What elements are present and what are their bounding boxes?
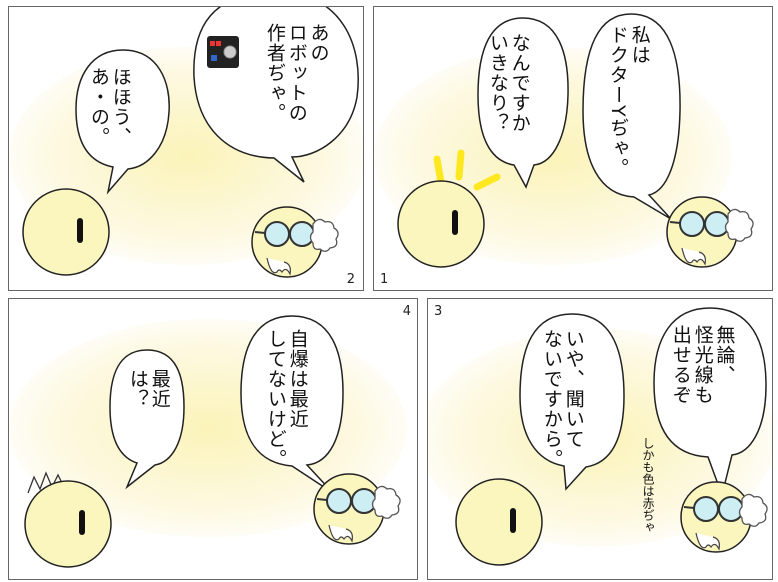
doctor-speech: あの ロボットの 作者ぢゃ。: [263, 23, 330, 123]
doctor-y-character: [676, 477, 771, 557]
ball-character: [454, 477, 544, 567]
aside-note: しかも色は赤ぢゃ: [641, 437, 655, 533]
shock-lines: [429, 147, 509, 197]
speech-bubble: [237, 313, 347, 494]
ball-character: [23, 479, 113, 569]
doctor-speech: 私は ドクターYぢゃ。: [606, 25, 651, 178]
speech-bubble: [73, 47, 173, 195]
panel-number: 4: [402, 304, 411, 319]
panel-number: 1: [380, 272, 389, 287]
speech-bubble: [516, 311, 628, 491]
ball-speech: いや、聞いて ないですから。: [540, 329, 585, 469]
panel-3: 無論、 怪光線も 出せるぞ いや、聞いて ないですから。 しかも色は赤ぢゃ 3: [427, 298, 773, 580]
panel-1: 私は ドクターYぢゃ。 なんですか いきなり？ 1: [373, 6, 773, 291]
ball-speech: なんですか いきなり？: [486, 33, 531, 133]
ball-character: [396, 179, 486, 269]
ball-speech: ほほう、 あ・の。: [87, 67, 132, 147]
speech-bubble: [474, 15, 572, 189]
hair-tuft: [24, 467, 74, 497]
ball-character: [21, 187, 111, 277]
ball-speech: 最近 は？: [126, 369, 171, 409]
doctor-speech: 自爆は最近 してないけど。: [264, 329, 309, 469]
panel-number: 2: [346, 272, 355, 287]
doctor-y-character: [309, 469, 404, 549]
panel-2: あの ロボットの 作者ぢゃ。 ほほう、 あ・の。 2: [8, 6, 364, 291]
doctor-y-character: [662, 192, 757, 272]
speech-bubble: [107, 347, 187, 490]
speech-bubble: [579, 11, 684, 220]
doctor-speech: 無論、 怪光線も 出せるぞ: [669, 325, 736, 405]
panel-4: 自爆は最近 してないけど。 最近 は？ 4: [8, 298, 418, 580]
robot-icon: [206, 35, 240, 69]
panel-number: 3: [434, 304, 443, 319]
doctor-y-character: [247, 202, 342, 282]
speech-bubble: [650, 305, 770, 498]
